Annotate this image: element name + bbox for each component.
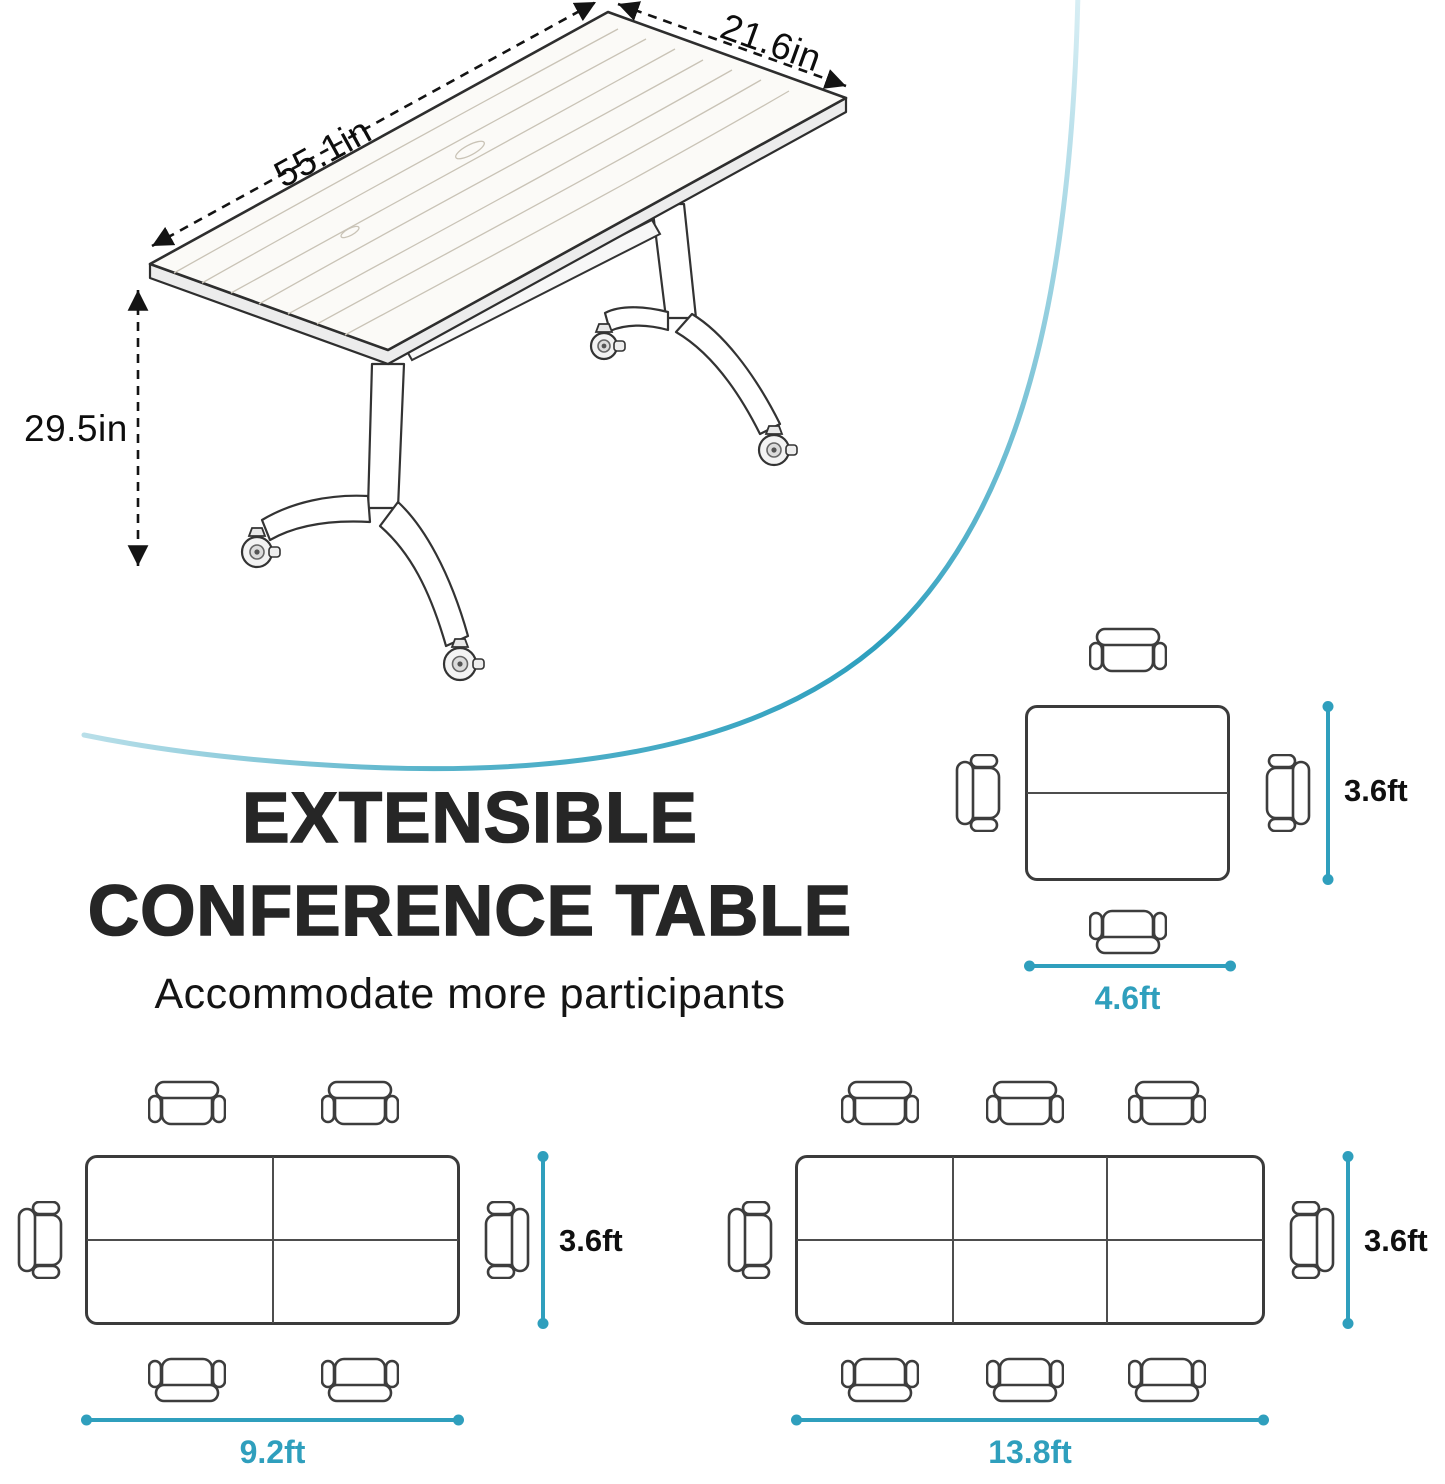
width-dimension-line — [85, 1418, 460, 1422]
chair-icon — [955, 754, 1005, 832]
layout-diagram-6-seats: 3.6ft 9.2ft — [0, 1075, 645, 1484]
table-top-view — [85, 1155, 460, 1325]
caster-wheel — [240, 527, 281, 569]
heading-subtitle: Accommodate more participants — [154, 970, 786, 1018]
width-dimension-label: 4.6ft — [1094, 980, 1161, 1016]
table-3d-illustration — [127, 0, 848, 682]
table-seam-line — [1027, 792, 1228, 794]
depth-dimension-line — [1346, 1155, 1350, 1325]
layout-diagram-8-seats: 3.6ft 13.8ft — [700, 1075, 1445, 1484]
title-line-1: EXTENSIBLE — [241, 778, 698, 859]
chair-icon — [1089, 905, 1167, 955]
table-front-leg — [260, 362, 470, 648]
chair-icon — [148, 1353, 226, 1403]
width-dimension-label: 9.2ft — [239, 1434, 306, 1470]
chair-icon — [321, 1080, 399, 1130]
depth-dimension-label: 3.6ft — [1364, 1223, 1428, 1258]
chair-icon — [1285, 1201, 1335, 1279]
chair-icon — [148, 1080, 226, 1130]
table-seam-line — [951, 1157, 954, 1323]
chair-icon — [727, 1201, 777, 1279]
table-seam-line — [1106, 1157, 1109, 1323]
chair-icon — [17, 1201, 67, 1279]
depth-dimension-label: 3.6ft — [559, 1223, 623, 1258]
chair-icon — [841, 1080, 919, 1130]
depth-dimension-label: 3.6ft — [1344, 773, 1408, 808]
caster-wheel — [589, 323, 626, 361]
dimension-arrows — [127, 0, 847, 566]
chair-icon — [321, 1353, 399, 1403]
chair-icon — [1089, 627, 1167, 677]
depth-dimension-line — [541, 1155, 545, 1325]
chair-icon — [1128, 1080, 1206, 1130]
title-line-2: CONFERENCE TABLE — [87, 871, 853, 952]
table-top-view — [795, 1155, 1265, 1325]
chair-icon — [1128, 1353, 1206, 1403]
caster-wheel — [442, 638, 485, 682]
table-seam-line — [271, 1157, 274, 1323]
chair-icon — [480, 1201, 530, 1279]
heading-block: EXTENSIBLE CONFERENCE TABLE Accommodate … — [20, 772, 920, 1019]
caster-wheel — [757, 425, 798, 467]
height-dimension-label: 29.5in — [24, 408, 128, 449]
chair-icon — [986, 1080, 1064, 1130]
depth-dimension-line — [1326, 705, 1330, 881]
chair-icon — [986, 1353, 1064, 1403]
table-top-view — [1025, 705, 1230, 881]
width-dimension-line — [795, 1418, 1265, 1422]
layout-diagram-4-seats: 3.6ft 4.6ft — [940, 615, 1445, 1045]
chair-icon — [841, 1353, 919, 1403]
width-dimension-label: 13.8ft — [988, 1434, 1072, 1470]
width-dimension-line — [1028, 964, 1232, 968]
table-back-leg — [603, 202, 782, 436]
chair-icon — [1261, 754, 1311, 832]
table-seam-line — [797, 1239, 1263, 1241]
